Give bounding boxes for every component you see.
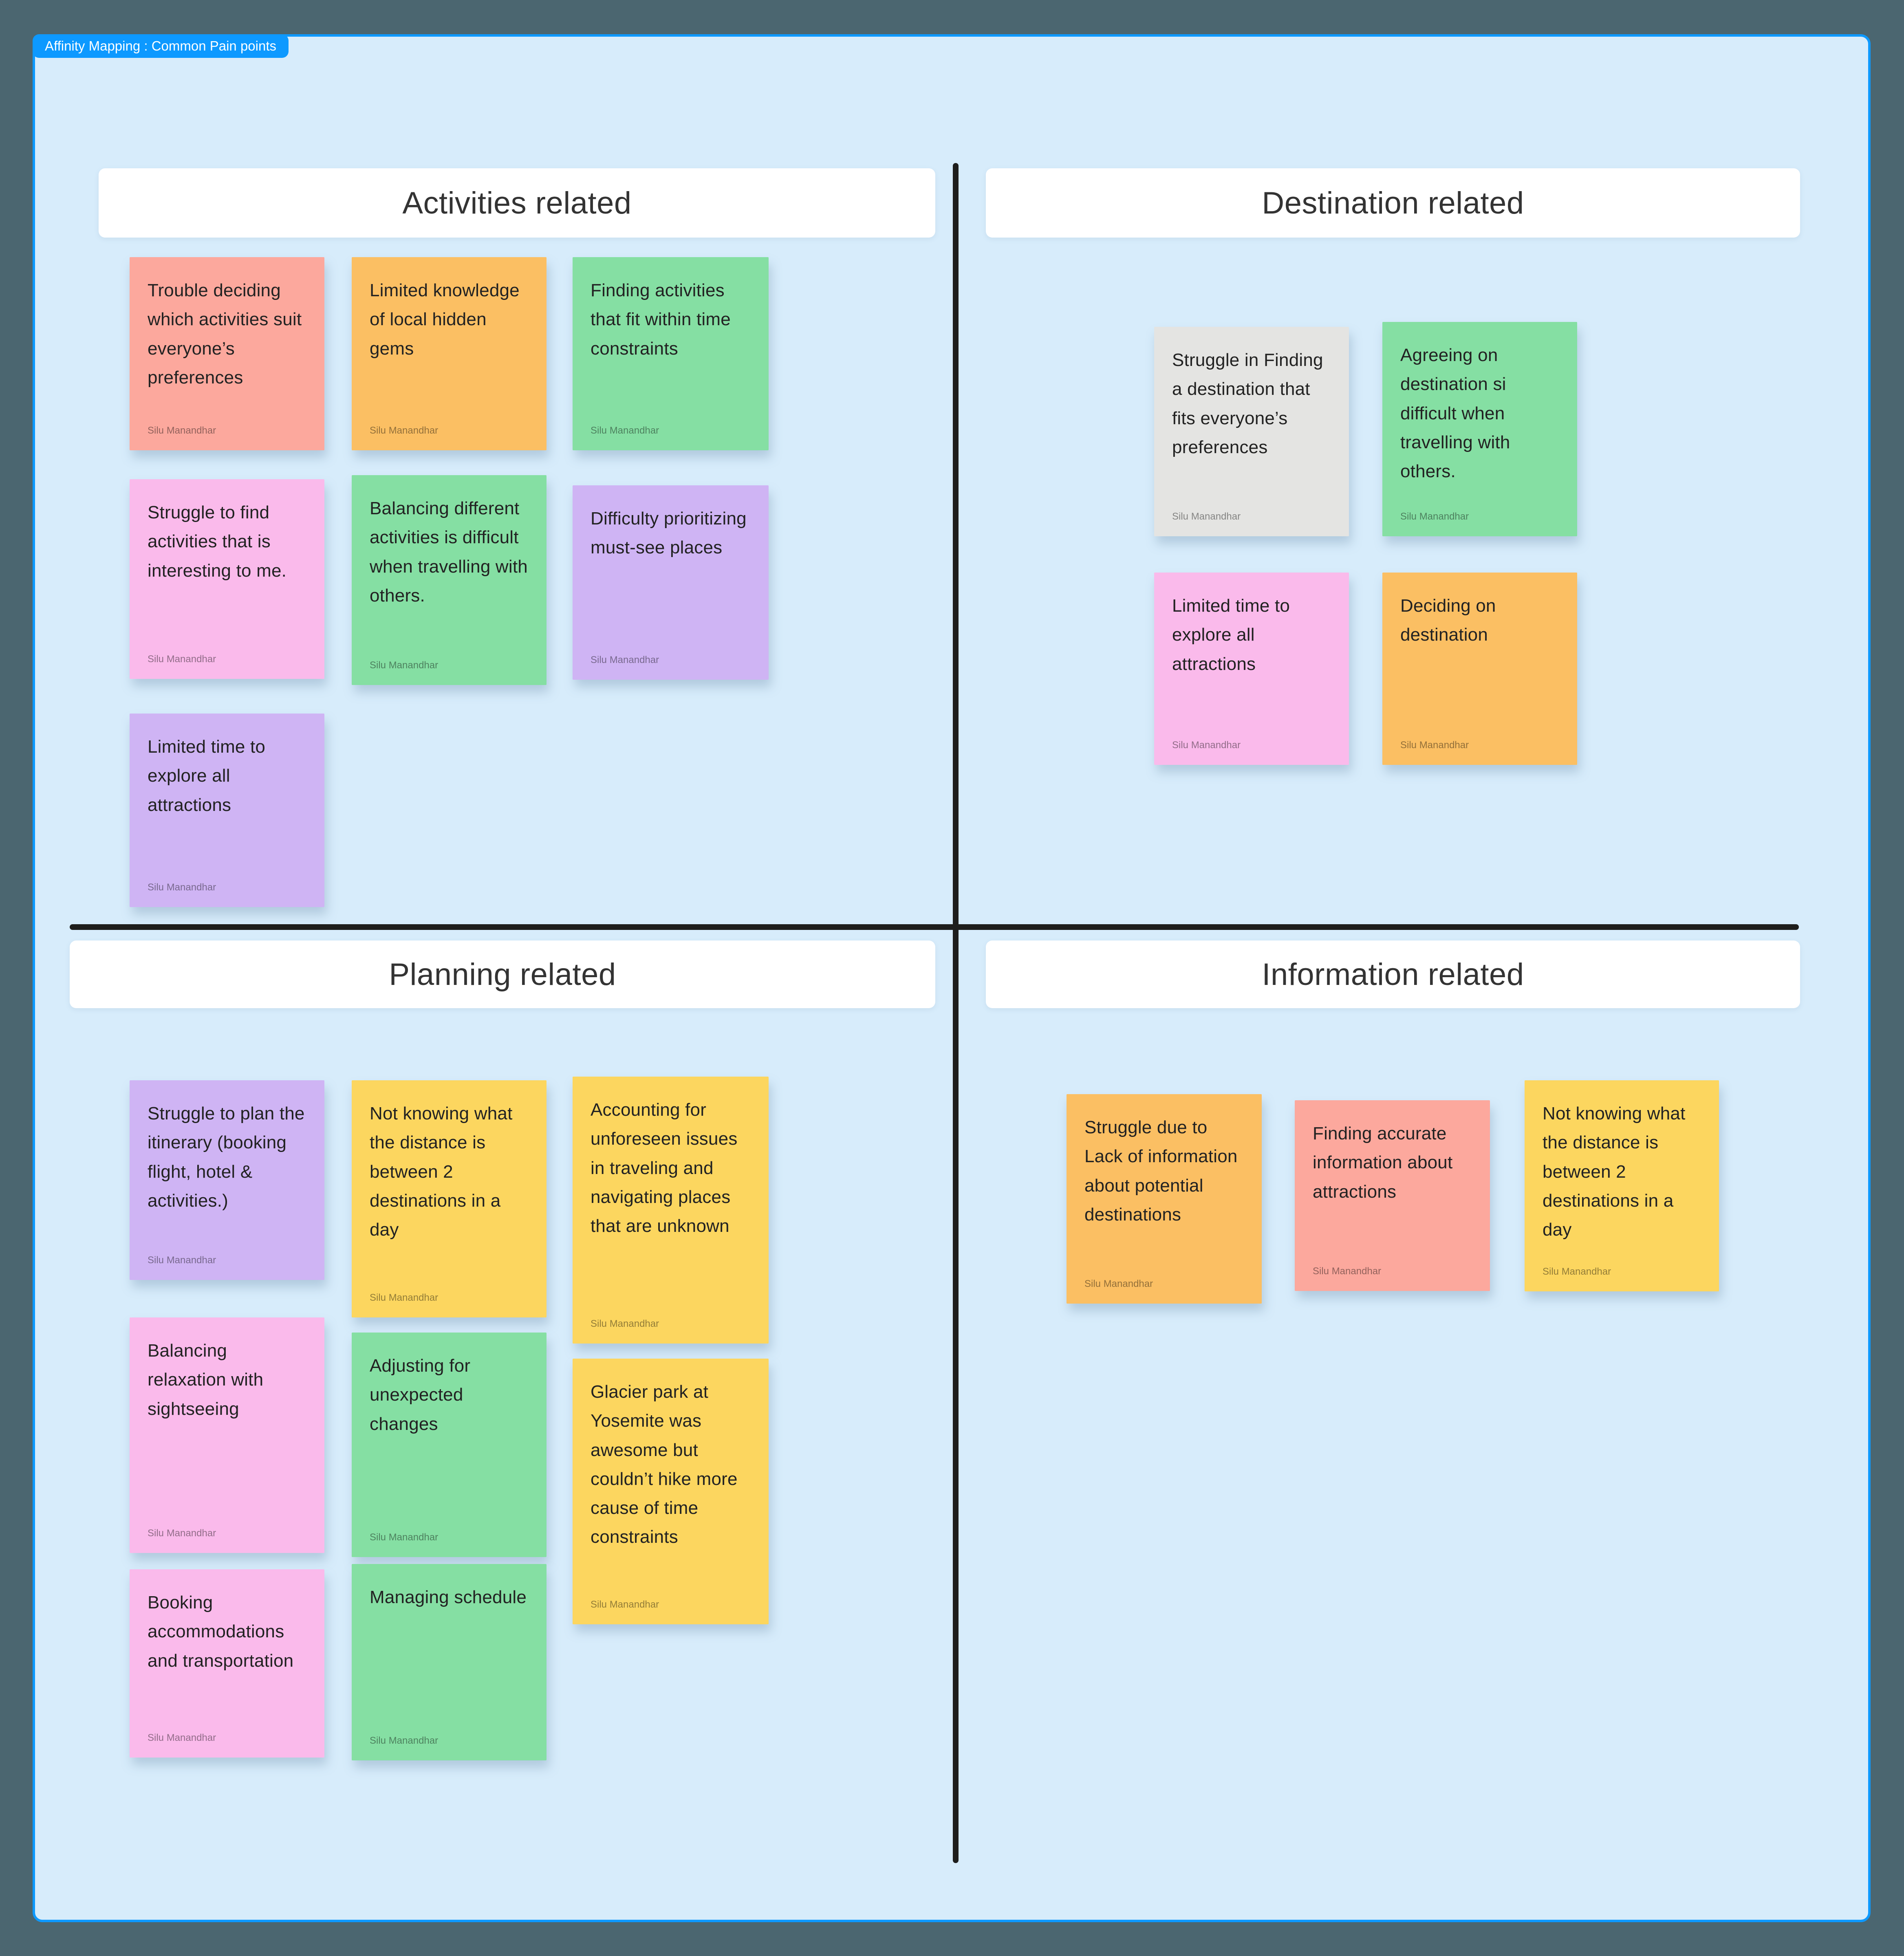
sticky-note-author: Silu Manandhar xyxy=(1313,1266,1382,1277)
sticky-note-text: Struggle to plan the itinerary (booking … xyxy=(148,1104,305,1211)
sticky-note-author: Silu Manandhar xyxy=(148,1255,216,1266)
sticky-note[interactable]: Balancing different activities is diffic… xyxy=(352,475,547,685)
sticky-note-text: Limited time to explore all attractions xyxy=(1172,596,1290,674)
sticky-note[interactable]: Struggle due to Lack of information abou… xyxy=(1067,1094,1262,1304)
sticky-note[interactable]: Adjusting for unexpected changes Silu Ma… xyxy=(352,1333,547,1557)
sticky-note-author: Silu Manandhar xyxy=(148,654,216,665)
sticky-note-text: Trouble deciding which activities suit e… xyxy=(148,280,302,388)
sticky-note-author: Silu Manandhar xyxy=(591,1318,659,1329)
sticky-note-author: Silu Manandhar xyxy=(370,1532,439,1543)
quadrant-divider-horizontal[interactable] xyxy=(70,924,1799,930)
sticky-note[interactable]: Limited time to explore all attractions … xyxy=(130,714,324,907)
sticky-note-author: Silu Manandhar xyxy=(1084,1278,1153,1289)
sticky-note-text: Not knowing what the distance is between… xyxy=(370,1104,513,1240)
sticky-note[interactable]: Limited time to explore all attractions … xyxy=(1154,573,1349,765)
sticky-note[interactable]: Not knowing what the distance is between… xyxy=(352,1080,547,1317)
sticky-note-text: Difficulty prioritizing must-see places xyxy=(591,509,747,558)
sticky-note-text: Agreeing on destination si difficult whe… xyxy=(1400,345,1510,482)
sticky-note[interactable]: Limited knowledge of local hidden gems S… xyxy=(352,257,547,450)
sticky-note-text: Finding accurate information about attra… xyxy=(1313,1123,1453,1202)
sticky-note-author: Silu Manandhar xyxy=(370,660,439,671)
sticky-note-text: Struggle due to Lack of information abou… xyxy=(1084,1117,1238,1225)
sticky-note[interactable]: Deciding on destination Silu Manandhar xyxy=(1382,573,1577,765)
sticky-note-text: Adjusting for unexpected changes xyxy=(370,1356,471,1434)
quadrant-header-planning[interactable]: Planning related xyxy=(70,941,935,1008)
sticky-note[interactable]: Struggle to find activities that is inte… xyxy=(130,479,324,679)
quadrant-header-information-label: Information related xyxy=(1262,957,1524,992)
sticky-note-text: Balancing different activities is diffic… xyxy=(370,498,528,606)
sticky-note[interactable]: Trouble deciding which activities suit e… xyxy=(130,257,324,450)
sticky-note-author: Silu Manandhar xyxy=(1172,740,1241,751)
sticky-note-text: Struggle in Finding a destination that f… xyxy=(1172,350,1323,457)
quadrant-header-information[interactable]: Information related xyxy=(986,941,1800,1008)
sticky-note-text: Limited time to explore all attractions xyxy=(148,737,266,815)
sticky-note-text: Booking accommodations and transportatio… xyxy=(148,1593,294,1671)
sticky-note-text: Not knowing what the distance is between… xyxy=(1543,1104,1686,1240)
quadrant-header-activities[interactable]: Activities related xyxy=(99,168,935,238)
sticky-note[interactable]: Finding accurate information about attra… xyxy=(1295,1100,1490,1291)
sticky-note-text: Finding activities that fit within time … xyxy=(591,280,731,359)
sticky-note-text: Accounting for unforeseen issues in trav… xyxy=(591,1100,738,1236)
sticky-note-author: Silu Manandhar xyxy=(148,1732,216,1743)
sticky-note-author: Silu Manandhar xyxy=(591,654,659,665)
sticky-note-text: Limited knowledge of local hidden gems xyxy=(370,280,520,359)
sticky-note-author: Silu Manandhar xyxy=(1172,511,1241,522)
sticky-note[interactable]: Struggle in Finding a destination that f… xyxy=(1154,327,1349,536)
sticky-note-text: Struggle to find activities that is inte… xyxy=(148,502,287,581)
sticky-note-author: Silu Manandhar xyxy=(148,882,216,893)
sticky-note-author: Silu Manandhar xyxy=(370,1292,439,1303)
sticky-note-text: Managing schedule xyxy=(370,1587,527,1607)
sticky-note-text: Glacier park at Yosemite was awesome but… xyxy=(591,1382,738,1547)
quadrant-header-destination[interactable]: Destination related xyxy=(986,168,1800,238)
sticky-note-author: Silu Manandhar xyxy=(1543,1266,1611,1277)
sticky-note-author: Silu Manandhar xyxy=(370,425,439,436)
sticky-note-author: Silu Manandhar xyxy=(148,1528,216,1539)
sticky-note[interactable]: Difficulty prioritizing must-see places … xyxy=(573,485,769,680)
quadrant-header-planning-label: Planning related xyxy=(389,957,616,992)
sticky-note-author: Silu Manandhar xyxy=(148,425,216,436)
frame-title-badge[interactable]: Affinity Mapping : Common Pain points xyxy=(33,34,289,58)
sticky-note-author: Silu Manandhar xyxy=(1400,511,1469,522)
sticky-note-author: Silu Manandhar xyxy=(370,1735,439,1746)
quadrant-header-activities-label: Activities related xyxy=(402,185,632,220)
quadrant-header-destination-label: Destination related xyxy=(1262,185,1524,220)
sticky-note[interactable]: Finding activities that fit within time … xyxy=(573,257,769,450)
sticky-note-author: Silu Manandhar xyxy=(591,425,659,436)
sticky-note[interactable]: Balancing relaxation with sightseeing Si… xyxy=(130,1317,324,1553)
sticky-note[interactable]: Not knowing what the distance is between… xyxy=(1525,1080,1719,1291)
sticky-note[interactable]: Booking accommodations and transportatio… xyxy=(130,1569,324,1758)
sticky-note[interactable]: Accounting for unforeseen issues in trav… xyxy=(573,1077,769,1344)
sticky-note[interactable]: Struggle to plan the itinerary (booking … xyxy=(130,1080,324,1280)
sticky-note[interactable]: Agreeing on destination si difficult whe… xyxy=(1382,322,1577,536)
sticky-note-text: Deciding on destination xyxy=(1400,596,1496,645)
quadrant-divider-vertical[interactable] xyxy=(953,163,959,1863)
sticky-note[interactable]: Glacier park at Yosemite was awesome but… xyxy=(573,1359,769,1624)
sticky-note[interactable]: Managing schedule Silu Manandhar xyxy=(352,1564,547,1760)
sticky-note-author: Silu Manandhar xyxy=(591,1599,659,1610)
sticky-note-author: Silu Manandhar xyxy=(1400,740,1469,751)
sticky-note-text: Balancing relaxation with sightseeing xyxy=(148,1341,264,1419)
